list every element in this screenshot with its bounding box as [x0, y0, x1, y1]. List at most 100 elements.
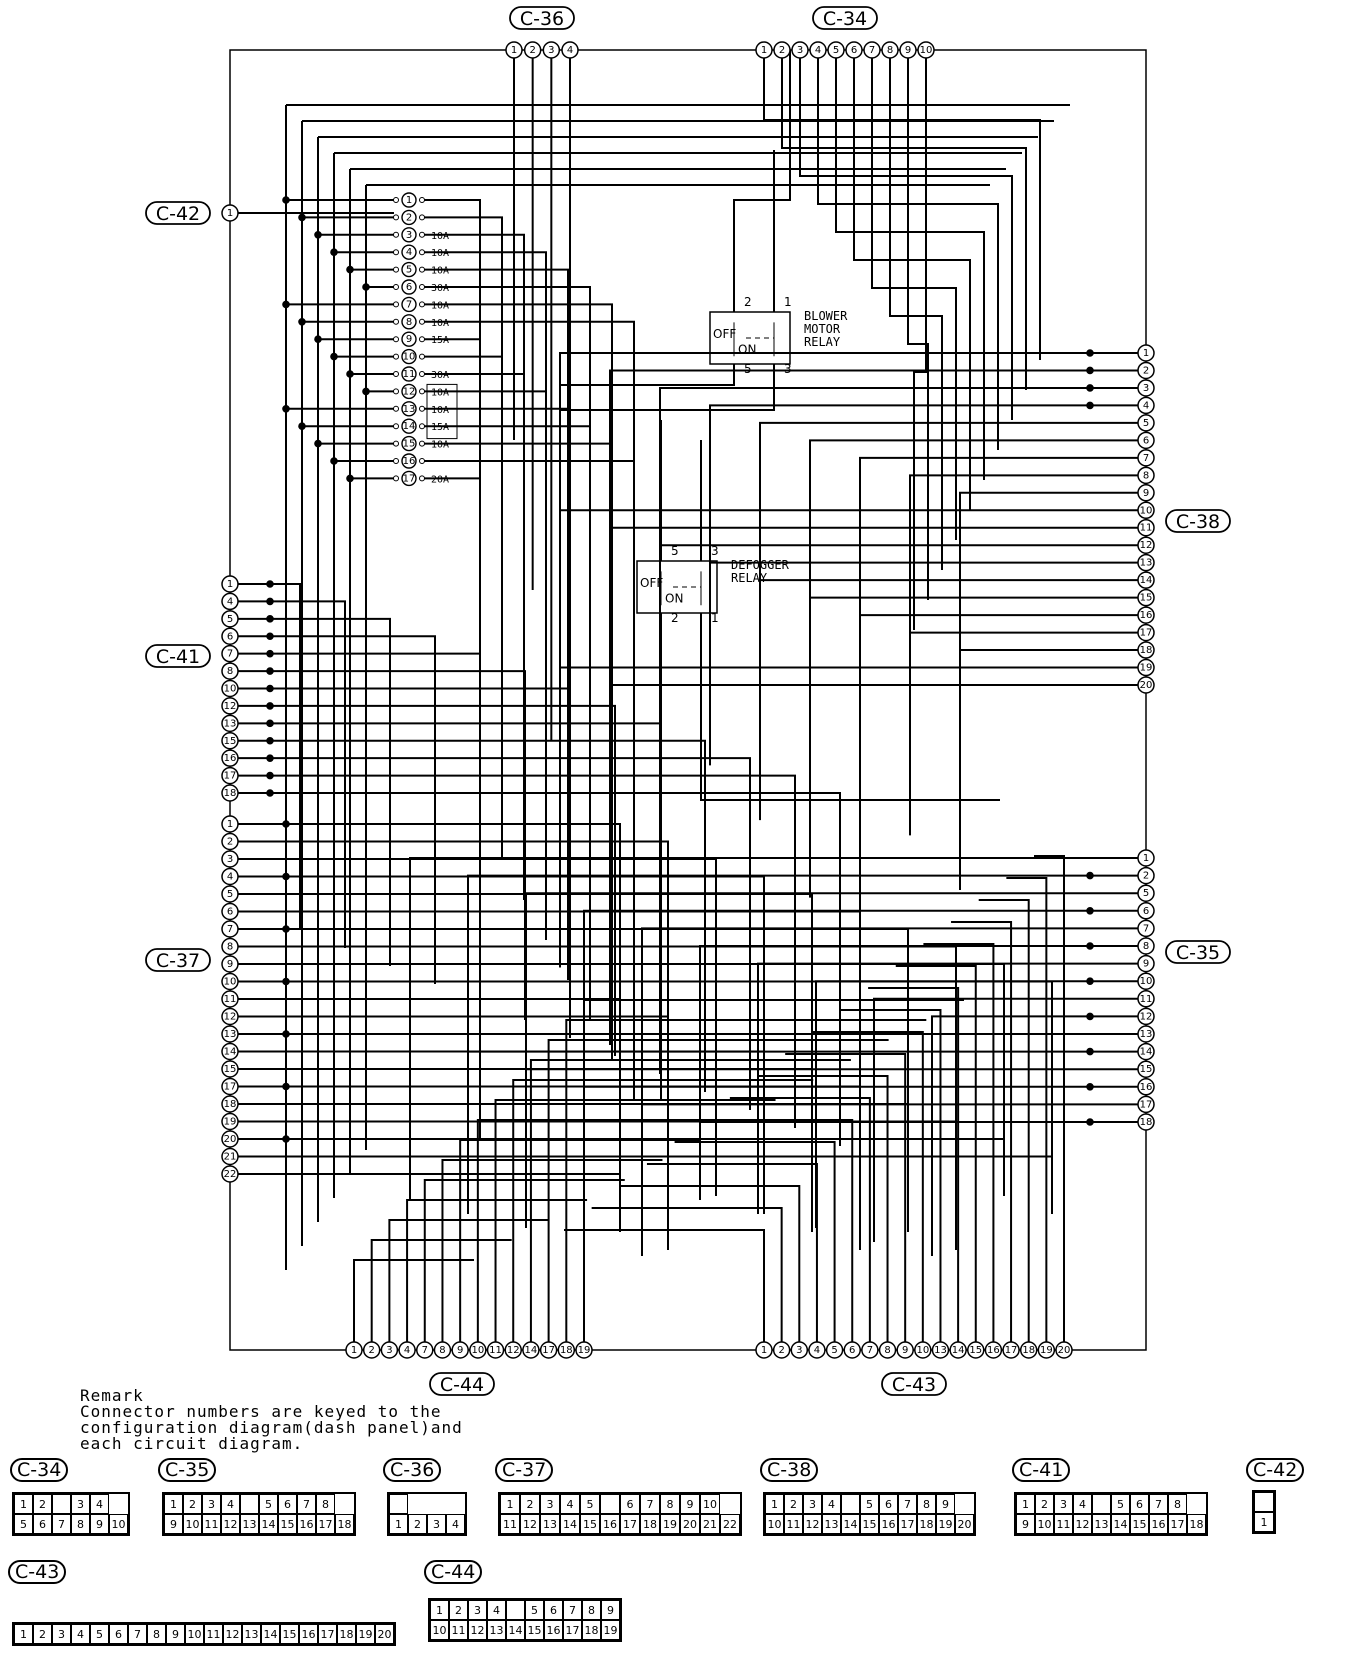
- c35-pin-circle: [1137, 954, 1155, 973]
- c43-face-cell: 2: [33, 1624, 52, 1644]
- fuse-number-circle: [401, 366, 417, 382]
- c44-pin-number: 3: [386, 1345, 392, 1356]
- wire-junction: [1086, 1083, 1094, 1091]
- c38-pin-circle: [1137, 414, 1155, 432]
- c41-pin-number: 5: [227, 614, 233, 625]
- c43-pin-number: 1: [761, 1345, 767, 1356]
- c38-pin-number: 2: [1143, 365, 1149, 376]
- wire: [406, 1199, 588, 1350]
- c43-pin-number: 20: [1058, 1345, 1071, 1356]
- fuse-number: 6: [406, 282, 412, 293]
- c44-face-cell: 6: [544, 1600, 563, 1620]
- wire: [230, 1103, 909, 1232]
- c35-pin-number: 11: [1140, 994, 1153, 1005]
- c44-pin-circle: [539, 1341, 558, 1359]
- wire: [868, 987, 960, 1350]
- c41-pin-circle: [221, 714, 239, 733]
- c44-pin-number: 19: [578, 1345, 591, 1356]
- c38-pin-circle: [1137, 536, 1155, 554]
- c35-pin-number: 13: [1140, 1029, 1153, 1040]
- c35-pin-number: 7: [1143, 923, 1149, 934]
- fuse-terminal: [419, 336, 425, 343]
- c35-pin-circle: [1137, 902, 1155, 920]
- c37-face-cell: [600, 1494, 620, 1514]
- c44-face-cell: 7: [563, 1600, 582, 1620]
- c35-pin-circle: [1137, 866, 1155, 885]
- fuse-terminal: [419, 266, 425, 273]
- fuse-terminal: [393, 249, 399, 256]
- wire-junction: [282, 820, 290, 828]
- wire-junction: [266, 702, 274, 710]
- c37-face-cell: 19: [660, 1514, 680, 1534]
- c44-pin-circle: [345, 1341, 363, 1359]
- wire-junction: [1086, 871, 1094, 880]
- c43-face-cell: 13: [242, 1624, 261, 1644]
- fuse-number-circle: [401, 331, 417, 347]
- c38-face-cell: 19: [936, 1514, 955, 1534]
- fuse-terminal: [419, 458, 425, 464]
- c38-pin-circle: [1137, 449, 1155, 467]
- wire: [230, 739, 706, 1092]
- c34-pin-circle: [809, 41, 827, 59]
- c43-face-cell: 1: [14, 1624, 33, 1644]
- c38-face-cell: 12: [803, 1514, 822, 1534]
- c37-pin-number: 7: [227, 924, 233, 935]
- c38-pin-circle: [1137, 641, 1155, 659]
- c38-pin-number: 17: [1140, 628, 1153, 639]
- wire-junction: [266, 754, 274, 762]
- c38-face-cell: 10: [765, 1514, 784, 1534]
- c35-face-cell: 5: [259, 1494, 278, 1514]
- wire-junction: [1086, 366, 1094, 375]
- c41-label: C-41: [156, 646, 200, 668]
- c38-pin-number: 4: [1143, 400, 1149, 411]
- wire: [1006, 877, 1048, 1350]
- c44-pin-circle: [469, 1341, 487, 1359]
- c37-pin-number: 19: [224, 1117, 237, 1128]
- wire: [674, 1141, 836, 1350]
- fuse-number: 1: [406, 195, 412, 206]
- wire: [409, 1033, 1146, 1200]
- c37-face-cell: 17: [620, 1514, 640, 1534]
- wire-junction: [266, 597, 274, 606]
- c35-face-cell: 8: [316, 1494, 335, 1514]
- c35-pin-circle: [1137, 849, 1155, 867]
- c41-pin-circle: [221, 784, 239, 802]
- c38-pin-number: 10: [1140, 505, 1153, 516]
- fuse-rating: 10A: [431, 231, 449, 242]
- c38-pin-number: 13: [1140, 558, 1153, 569]
- wire-junction: [266, 771, 274, 780]
- c43-face-cell: 5: [90, 1624, 109, 1644]
- c37-face-cell: 9: [680, 1494, 700, 1514]
- fuse-number-circle: [401, 261, 417, 278]
- c37-pin-number: 21: [224, 1152, 237, 1163]
- c44-pin-number: 9: [457, 1345, 463, 1356]
- c44-pin-circle: [398, 1341, 416, 1359]
- fuse-number-circle: [401, 435, 417, 452]
- c34-pin-circle: [881, 41, 899, 59]
- wire-junction: [330, 248, 338, 256]
- c34-pin-circle: [917, 41, 935, 59]
- wire: [759, 421, 1146, 603]
- fuse-terminal: [419, 197, 425, 203]
- c37-face-cell: 18: [640, 1514, 660, 1534]
- c43-pin-circle: [967, 1341, 985, 1359]
- fuse-terminal: [419, 214, 425, 221]
- c38-label-box: [1165, 509, 1231, 533]
- c42-face-cell: 1: [1254, 1512, 1274, 1532]
- c37-face-cell: 21: [700, 1514, 720, 1534]
- c43-pin-number: 16: [987, 1345, 1000, 1356]
- c41-face-cell: 18: [1187, 1514, 1206, 1534]
- c37-pin-number: 22: [224, 1169, 237, 1180]
- wire-junction: [282, 196, 290, 204]
- c43-face-cell: 3: [52, 1624, 71, 1644]
- c41-label-box: [145, 644, 211, 668]
- c34-pin-number: 3: [797, 45, 803, 56]
- blower-relay-off: OFF: [713, 327, 736, 341]
- c38-pin-number: 19: [1140, 663, 1153, 674]
- wire: [230, 1015, 669, 1250]
- c38-face-cell: 20: [955, 1514, 974, 1534]
- wire-junction: [282, 405, 290, 413]
- c34-pin-circle: [827, 41, 845, 59]
- wire: [230, 617, 391, 966]
- c42-pin-number: 1: [227, 208, 233, 219]
